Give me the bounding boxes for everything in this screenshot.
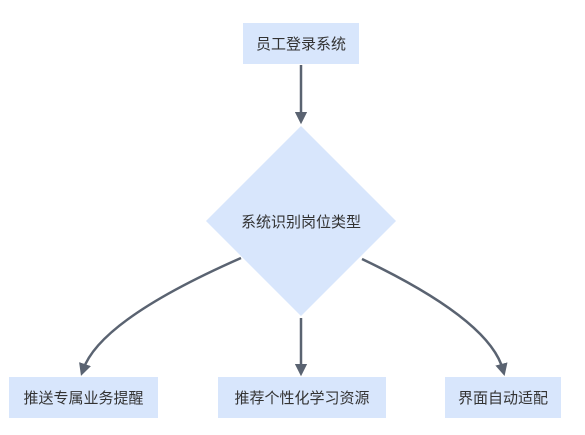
decision-diamond [206, 126, 396, 316]
branch-node-2: 推荐个性化学习资源 [218, 377, 386, 418]
start-node-label: 员工登录系统 [255, 35, 346, 53]
connector-decision-to-branch-1 [79, 256, 242, 376]
decision-node-label: 系统识别岗位类型 [240, 212, 361, 231]
branch-node-2-label: 推荐个性化学习资源 [234, 389, 370, 407]
branch-node-1: 推送专属业务提醒 [9, 377, 158, 418]
connector-decision-to-branch-3 [361, 257, 508, 377]
branch-node-1-label: 推送专属业务提醒 [23, 389, 144, 407]
start-node: 员工登录系统 [243, 23, 359, 64]
branch-node-3: 界面自动适配 [445, 377, 561, 418]
branch-node-3-label: 界面自动适配 [457, 389, 548, 407]
